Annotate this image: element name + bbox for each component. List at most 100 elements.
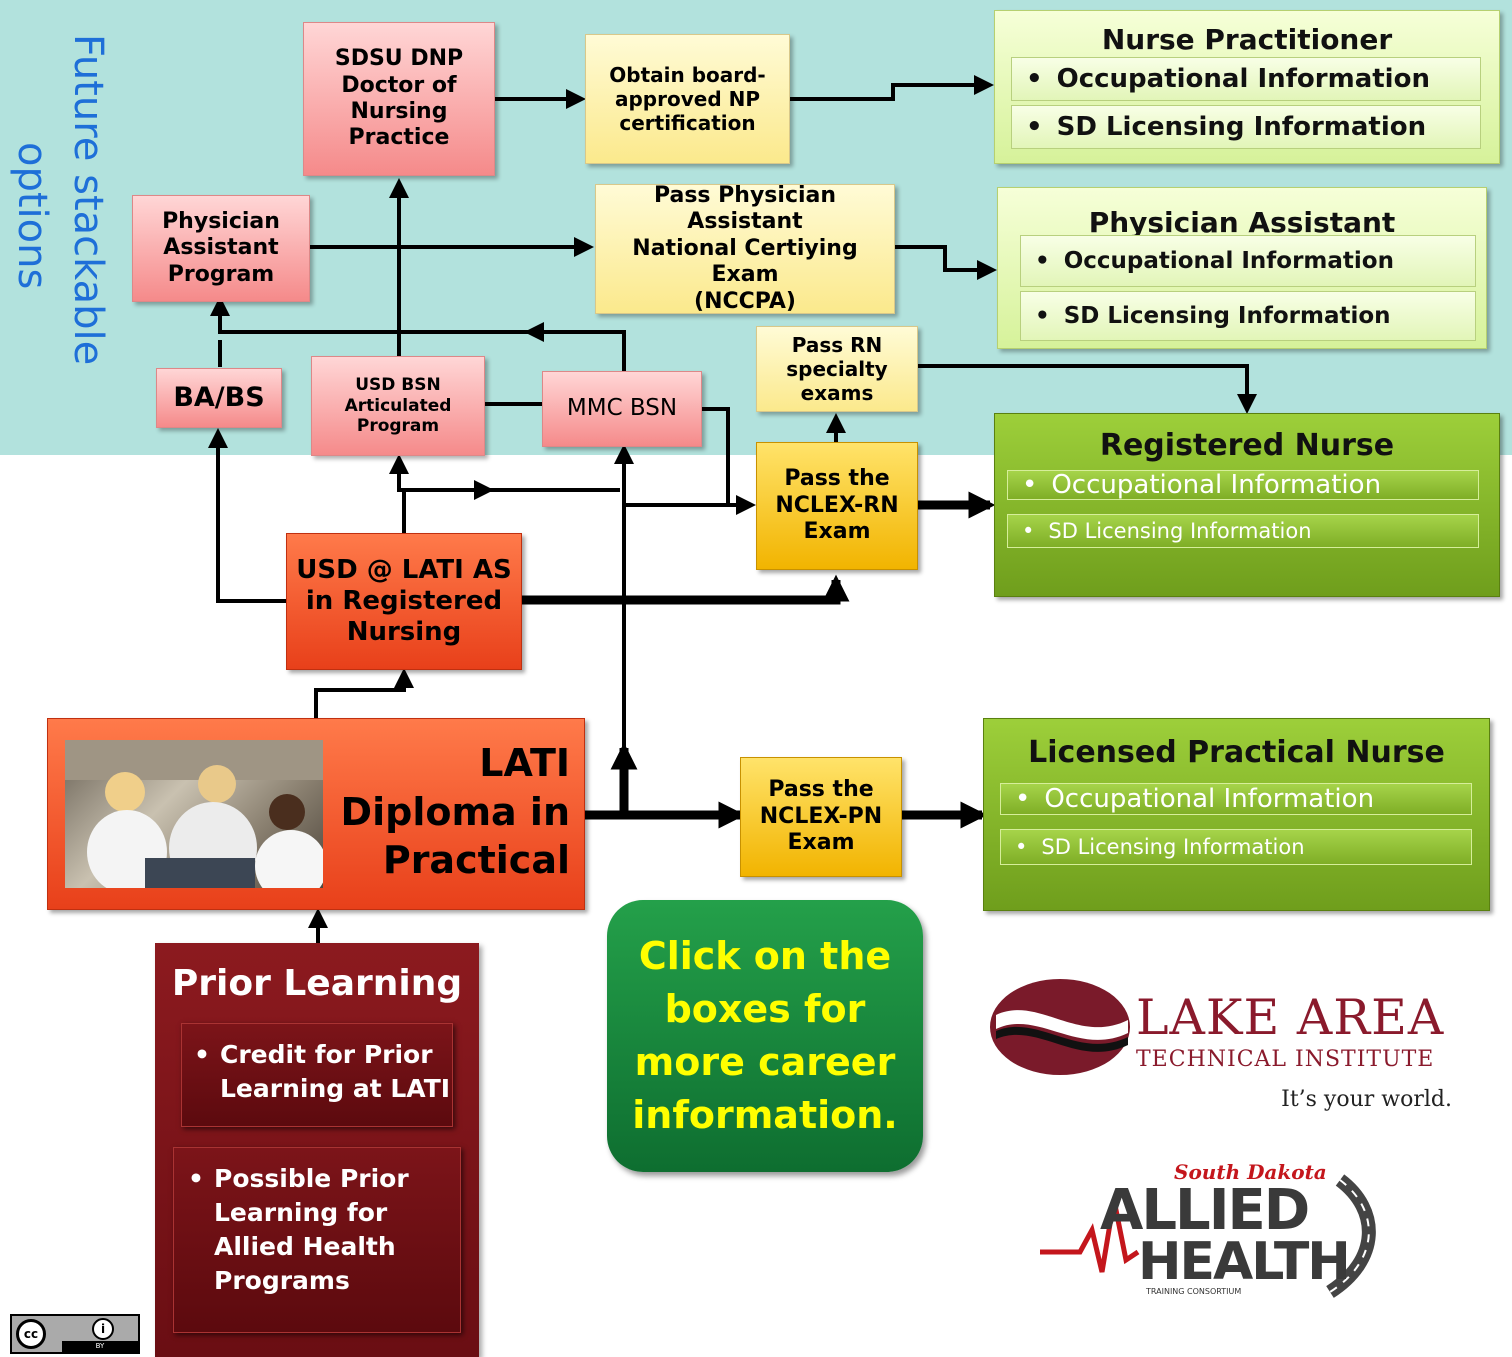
sdsu-dnp-line-2: Doctor of: [341, 72, 457, 98]
pa-program-box[interactable]: Physician Assistant Program: [132, 195, 310, 302]
career-registered-nurse: Registered Nurse • Occupational Informati…: [994, 413, 1500, 597]
nclex-pn-line-1: Pass the: [768, 777, 874, 803]
lpn-licensing-link[interactable]: • SD Licensing Information: [1000, 829, 1472, 865]
credit-line-1: Credit for Prior: [220, 1040, 433, 1069]
bullet: •: [1015, 784, 1031, 814]
nclex-pn-line-2: NCLEX-PN: [759, 803, 883, 829]
rn-title: Registered Nurse: [1099, 428, 1395, 463]
band-label: Future stackable: [65, 34, 111, 366]
allied-script: South Dakota: [1174, 1160, 1327, 1184]
sdsu-dnp-line-4: Practice: [348, 125, 450, 151]
bullet: •: [194, 1040, 210, 1069]
usd-bsn-box[interactable]: USD BSN Articulated Program: [311, 356, 485, 456]
mmc-bsn-box[interactable]: MMC BSN: [542, 371, 702, 447]
ba-bs-box[interactable]: BA/BS: [156, 368, 282, 428]
np-cert-line-2: approved NP: [614, 87, 760, 111]
rn-specialty-box[interactable]: Pass RN specialty exams: [756, 326, 918, 412]
pa-exam-line-3: (NCCPA): [694, 288, 796, 314]
nclex-rn-line-1: Pass the: [784, 466, 890, 492]
lati-diploma-box[interactable]: LATI Diploma in Practical: [47, 718, 585, 910]
career-licensed-practical-nurse: Licensed Practical Nurse • Occupational I…: [983, 718, 1490, 911]
lati-line-3: Practical: [382, 838, 570, 883]
students-photo: [65, 740, 323, 888]
lati-line-1: LATI: [479, 741, 570, 785]
cc-by-badge[interactable]: cc i BY: [10, 1314, 140, 1354]
career-physician-assistant: Physician Assistant • Occupational Inform…: [997, 187, 1487, 349]
pa-licensing-link[interactable]: • SD Licensing Information: [1020, 291, 1476, 341]
photo-figures: [65, 740, 323, 888]
rn-licensing-link[interactable]: •SD Licensing Information: [1007, 514, 1479, 548]
lpn-occupational-link[interactable]: • Occupational Information: [1000, 783, 1472, 815]
nclex-pn-line-3: Exam: [787, 830, 855, 856]
click-note: Click on the boxes for more career infor…: [607, 900, 923, 1172]
np-certification-box[interactable]: Obtain board- approved NP certification: [585, 34, 790, 164]
click-line-1: Click on the: [638, 933, 892, 978]
nclex-pn-box[interactable]: Pass the NCLEX-PN Exam: [740, 757, 902, 877]
sdsu-dnp-line-1: SDSU DNP: [334, 46, 464, 72]
pa-occupational-link[interactable]: • Occupational Information: [1020, 235, 1476, 287]
pa-program-line-3: Program: [167, 261, 275, 287]
pa-occupational-label: Occupational Information: [1063, 248, 1394, 274]
prior-learning-title: Prior Learning: [171, 963, 463, 1004]
usd-bsn-line-2: Articulated: [344, 395, 452, 416]
click-line-2: boxes for: [664, 986, 866, 1031]
np-occupational-link[interactable]: •Occupational Information: [1011, 57, 1481, 101]
rn-occupational-label: Occupational Information: [1051, 470, 1382, 500]
rn-licensing-label: SD Licensing Information: [1048, 519, 1312, 543]
career-nurse-practitioner: Nurse Practitioner •Occupational Informa…: [994, 10, 1500, 164]
lati-line-2: Diploma in: [340, 789, 570, 834]
lpn-licensing-label: SD Licensing Information: [1041, 835, 1305, 859]
pa-licensing-label: SD Licensing Information: [1063, 303, 1391, 329]
lake-area-line-1: LAKE AREA: [1136, 989, 1445, 1046]
usd-as-line-3: Nursing: [346, 617, 462, 648]
sdsu-dnp-line-3: Nursing: [350, 99, 448, 124]
lake-area-line-2: TECHNICAL INSTITUTE: [1136, 1047, 1435, 1072]
np-licensing-label: SD Licensing Information: [1056, 112, 1427, 142]
lake-area-tagline: It’s your world.: [1281, 1087, 1452, 1112]
np-cert-line-3: certification: [619, 111, 756, 135]
bullet: •: [1022, 470, 1038, 500]
rn-specialty-line-1: Pass RN: [791, 333, 883, 357]
lpn-title: Licensed Practical Nurse: [1028, 735, 1445, 770]
np-title: Nurse Practitioner: [1101, 23, 1393, 56]
pa-exam-box[interactable]: Pass Physician Assistant National Certiy…: [595, 183, 895, 314]
click-line-3: more career: [634, 1040, 896, 1084]
usd-bsn-line-3: Program: [356, 416, 440, 437]
possible-line-4: Programs: [214, 1266, 350, 1295]
possible-prior-learning-link[interactable]: • Possible Prior Learning for Allied Hea…: [173, 1147, 461, 1333]
lake-area-emblem: [990, 979, 1130, 1075]
pa-title: Physician Assistant: [1088, 206, 1396, 239]
rn-occupational-link[interactable]: • Occupational Information: [1007, 470, 1479, 500]
credit-prior-learning-link[interactable]: • Credit for Prior Learning at LATI: [181, 1023, 453, 1127]
allied-sub: TRAINING CONSORTIUM: [1146, 1287, 1242, 1296]
cc-by-label: BY: [62, 1341, 138, 1352]
allied-line-1: ALLIED: [1100, 1178, 1310, 1243]
person-icon: i: [92, 1318, 114, 1340]
nclex-rn-line-2: NCLEX-RN: [775, 492, 899, 518]
pa-program-line-2: Assistant: [163, 235, 279, 261]
nclex-rn-line-3: Exam: [803, 519, 871, 545]
lpn-occupational-label: Occupational Information: [1044, 784, 1375, 814]
allied-line-2: HEALTH: [1138, 1232, 1351, 1292]
pa-exam-line-1: Pass Physician Assistant: [653, 183, 837, 235]
bullet: •: [1026, 112, 1043, 142]
bullet: •: [1015, 835, 1028, 859]
possible-line-1: Possible Prior: [214, 1164, 409, 1193]
np-licensing-link[interactable]: • SD Licensing Information: [1011, 105, 1481, 149]
usd-bsn-line-1: USD BSN: [355, 375, 441, 396]
sdsu-dnp-box[interactable]: SDSU DNP Doctor of Nursing Practice: [303, 22, 495, 176]
allied-health-logo: South Dakota ALLIED HEALTH TRAINING CONS…: [1040, 1160, 1400, 1300]
usd-as-line-2: in Registered: [305, 585, 503, 616]
rn-specialty-line-2: specialty exams: [786, 357, 888, 405]
possible-line-2: Learning for: [214, 1198, 388, 1227]
usd-as-box[interactable]: USD @ LATI AS in Registered Nursing: [286, 533, 522, 670]
pa-program-line-1: Physician: [162, 208, 280, 234]
bullet: •: [1026, 64, 1043, 94]
possible-line-3: Allied Health: [214, 1232, 396, 1261]
bullet: •: [1035, 303, 1050, 329]
bullet: •: [188, 1164, 204, 1193]
nclex-rn-box[interactable]: Pass the NCLEX-RN Exam: [756, 442, 918, 570]
band-label-2: options: [9, 142, 55, 290]
bullet: •: [1035, 248, 1050, 274]
